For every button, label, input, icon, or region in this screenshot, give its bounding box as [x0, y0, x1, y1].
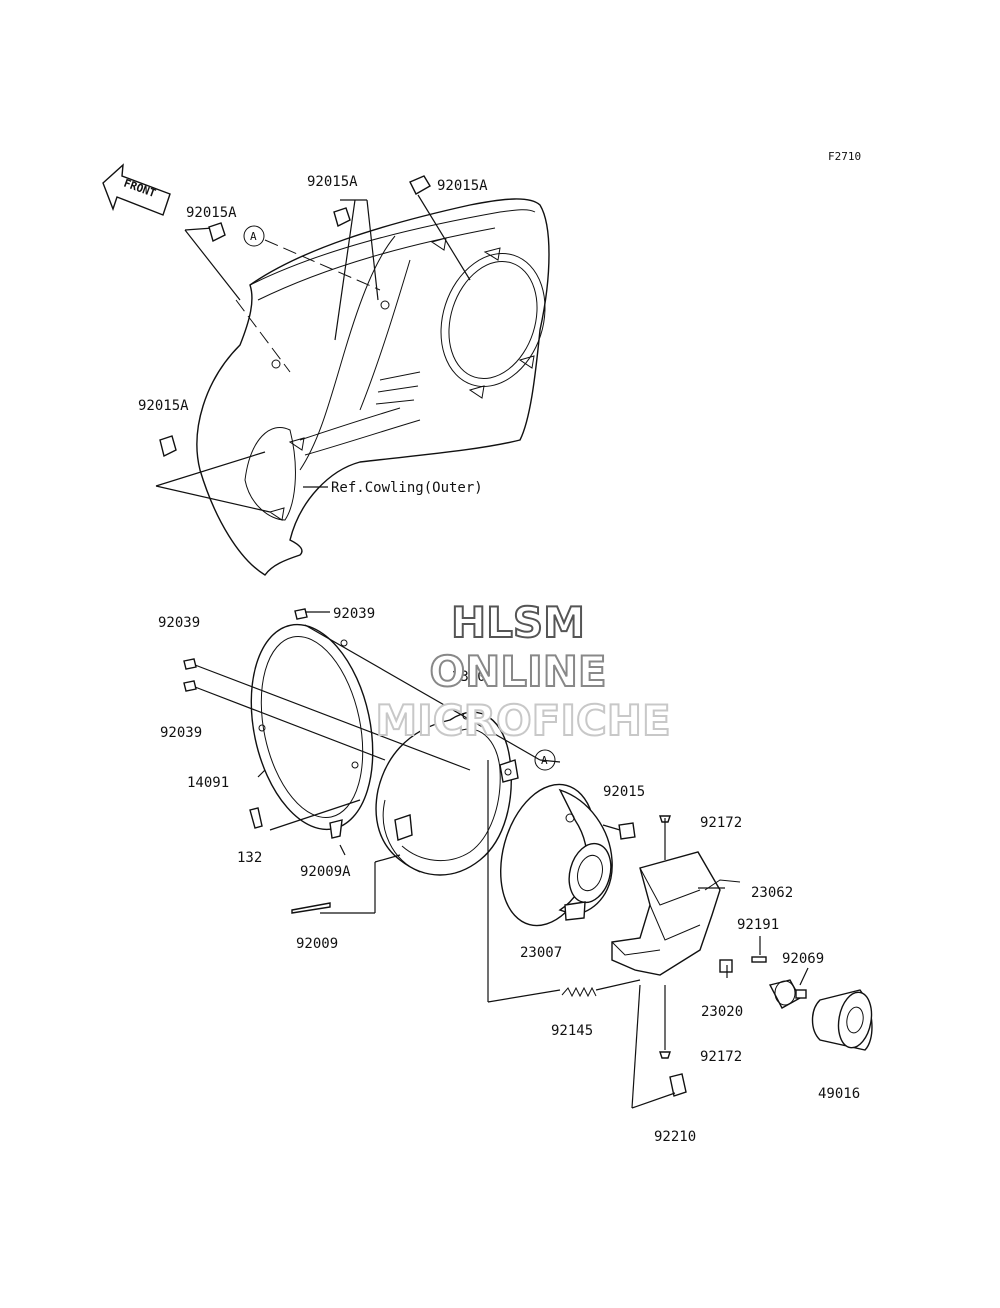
- label-92039-top: 92039: [333, 606, 375, 622]
- dust-cover-49016: [811, 989, 873, 1051]
- lower-leader-lines: [194, 611, 809, 1109]
- clip-92015A-top-center: [333, 207, 351, 228]
- cowling-inner-assembly: [196, 198, 550, 576]
- clip-92015A-left: [208, 222, 226, 243]
- label-23020: 23020: [701, 1004, 743, 1020]
- bulb-92069: [768, 979, 807, 1009]
- label-92210: 92210: [654, 1129, 696, 1145]
- marker-a-text-lower: A: [541, 754, 548, 767]
- label-132: 132: [237, 850, 262, 866]
- label-92015: 92015: [603, 784, 645, 800]
- reference-note: Ref.Cowling(Outer): [331, 480, 483, 496]
- label-92015A-top-right: 92015A: [437, 178, 488, 194]
- watermark-line-2: ONLINE: [429, 647, 606, 696]
- label-92015A-left: 92015A: [186, 205, 237, 221]
- label-92069: 92069: [782, 951, 824, 967]
- label-92039-left-b: 92039: [160, 725, 202, 741]
- label-23006: 23006: [452, 669, 494, 685]
- watermark: HLSM ONLINE MICROFICHE: [374, 597, 671, 746]
- label-23062: 23062: [751, 885, 793, 901]
- upper-leader-lines: [155, 194, 471, 513]
- reference-marker-a-upper: A: [243, 225, 265, 247]
- label-92145: 92145: [551, 1023, 593, 1039]
- small-hardware: [183, 608, 767, 1097]
- label-92015A-top-center: 92015A: [307, 174, 358, 190]
- bulb-cover-bracket-23062: [611, 851, 741, 976]
- label-23007: 23007: [520, 945, 562, 961]
- label-14091: 14091: [187, 775, 229, 791]
- clip-92015A-lower-left: [159, 435, 177, 458]
- clip-92015A-top-right: [409, 175, 431, 195]
- part-labels: 92015A 92015A 92015A 92015A 92039 92039 …: [138, 174, 860, 1145]
- label-92039-left-a: 92039: [158, 615, 200, 631]
- headlight-unit-23007: [500, 783, 613, 927]
- watermark-line-3: MICROFICHE: [375, 696, 670, 745]
- label-92172-bottom: 92172: [700, 1049, 742, 1065]
- label-92015A-lower-left: 92015A: [138, 398, 189, 414]
- label-92191: 92191: [737, 917, 779, 933]
- label-92009: 92009: [296, 936, 338, 952]
- label-92172-top: 92172: [700, 815, 742, 831]
- reference-marker-a-lower: A: [534, 749, 556, 771]
- label-92009A: 92009A: [300, 864, 351, 880]
- headlight-housing-23006: [375, 711, 519, 876]
- front-arrow-icon: FRONT: [102, 163, 171, 216]
- figure-code: F2710: [828, 150, 861, 163]
- label-49016: 49016: [818, 1086, 860, 1102]
- watermark-line-1: HLSM: [451, 598, 585, 647]
- marker-a-text-upper: A: [250, 230, 257, 243]
- headlight-rim-14091: [250, 623, 374, 831]
